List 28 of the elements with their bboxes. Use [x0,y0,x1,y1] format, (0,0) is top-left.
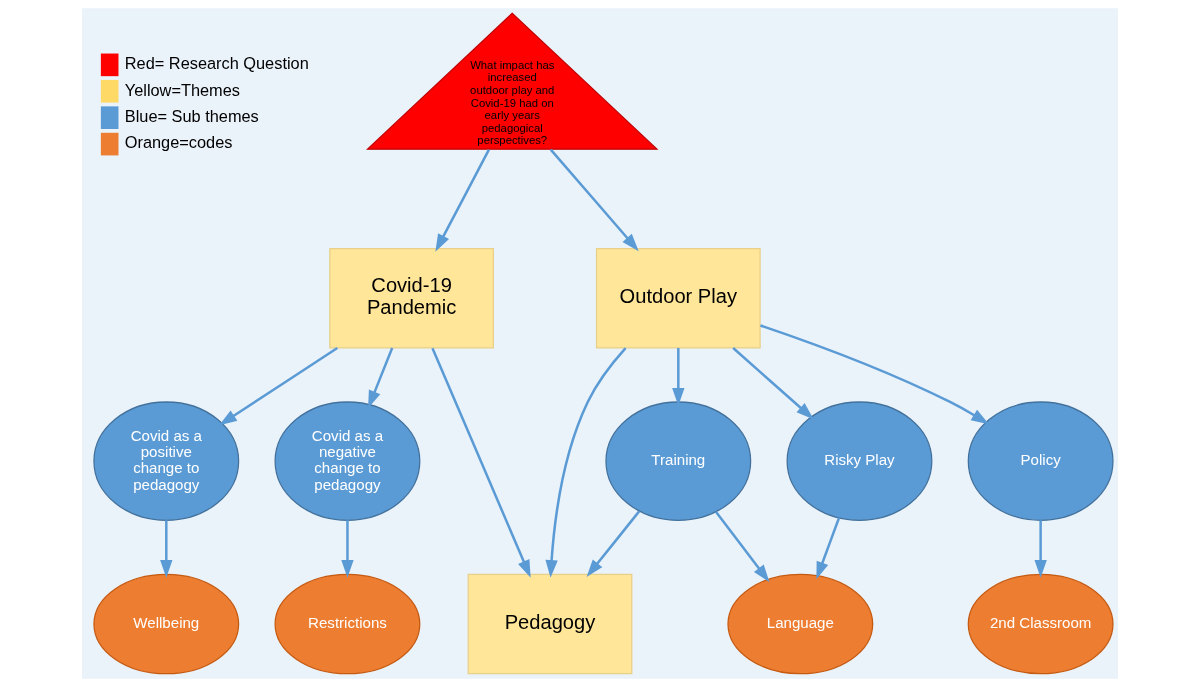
legend-label: Yellow=Themes [124,80,241,99]
arrow [732,347,814,420]
node-ellipse: Covid as a negative change to pedagogy [274,401,421,521]
arrow [586,510,641,578]
arrow [549,148,639,252]
arrow [341,520,354,578]
node-box: Pedagogy [467,573,633,675]
node-box: Covid-19 Pandemic [329,247,494,349]
arrow [431,347,531,578]
legend-label: Red= Research Question [124,54,309,73]
node-ellipse: Restrictions [274,573,421,675]
node-ellipse: Language [727,573,874,675]
arrow [435,149,491,252]
legend-label: Blue= Sub themes [124,106,259,125]
node-box: Outdoor Play [595,247,761,349]
arrow [368,347,394,409]
node-ellipse: Training [605,401,752,521]
arrow [219,346,338,426]
arrow [760,324,989,425]
arrow [1034,520,1047,578]
node-ellipse: 2nd Classroom [967,573,1114,675]
legend-label: Orange=codes [124,133,233,152]
arrow [672,348,685,406]
arrow [160,520,173,578]
node-ellipse: Wellbeing [93,573,240,675]
arrow [714,511,770,583]
arrow [545,347,627,578]
arrow [816,517,841,580]
